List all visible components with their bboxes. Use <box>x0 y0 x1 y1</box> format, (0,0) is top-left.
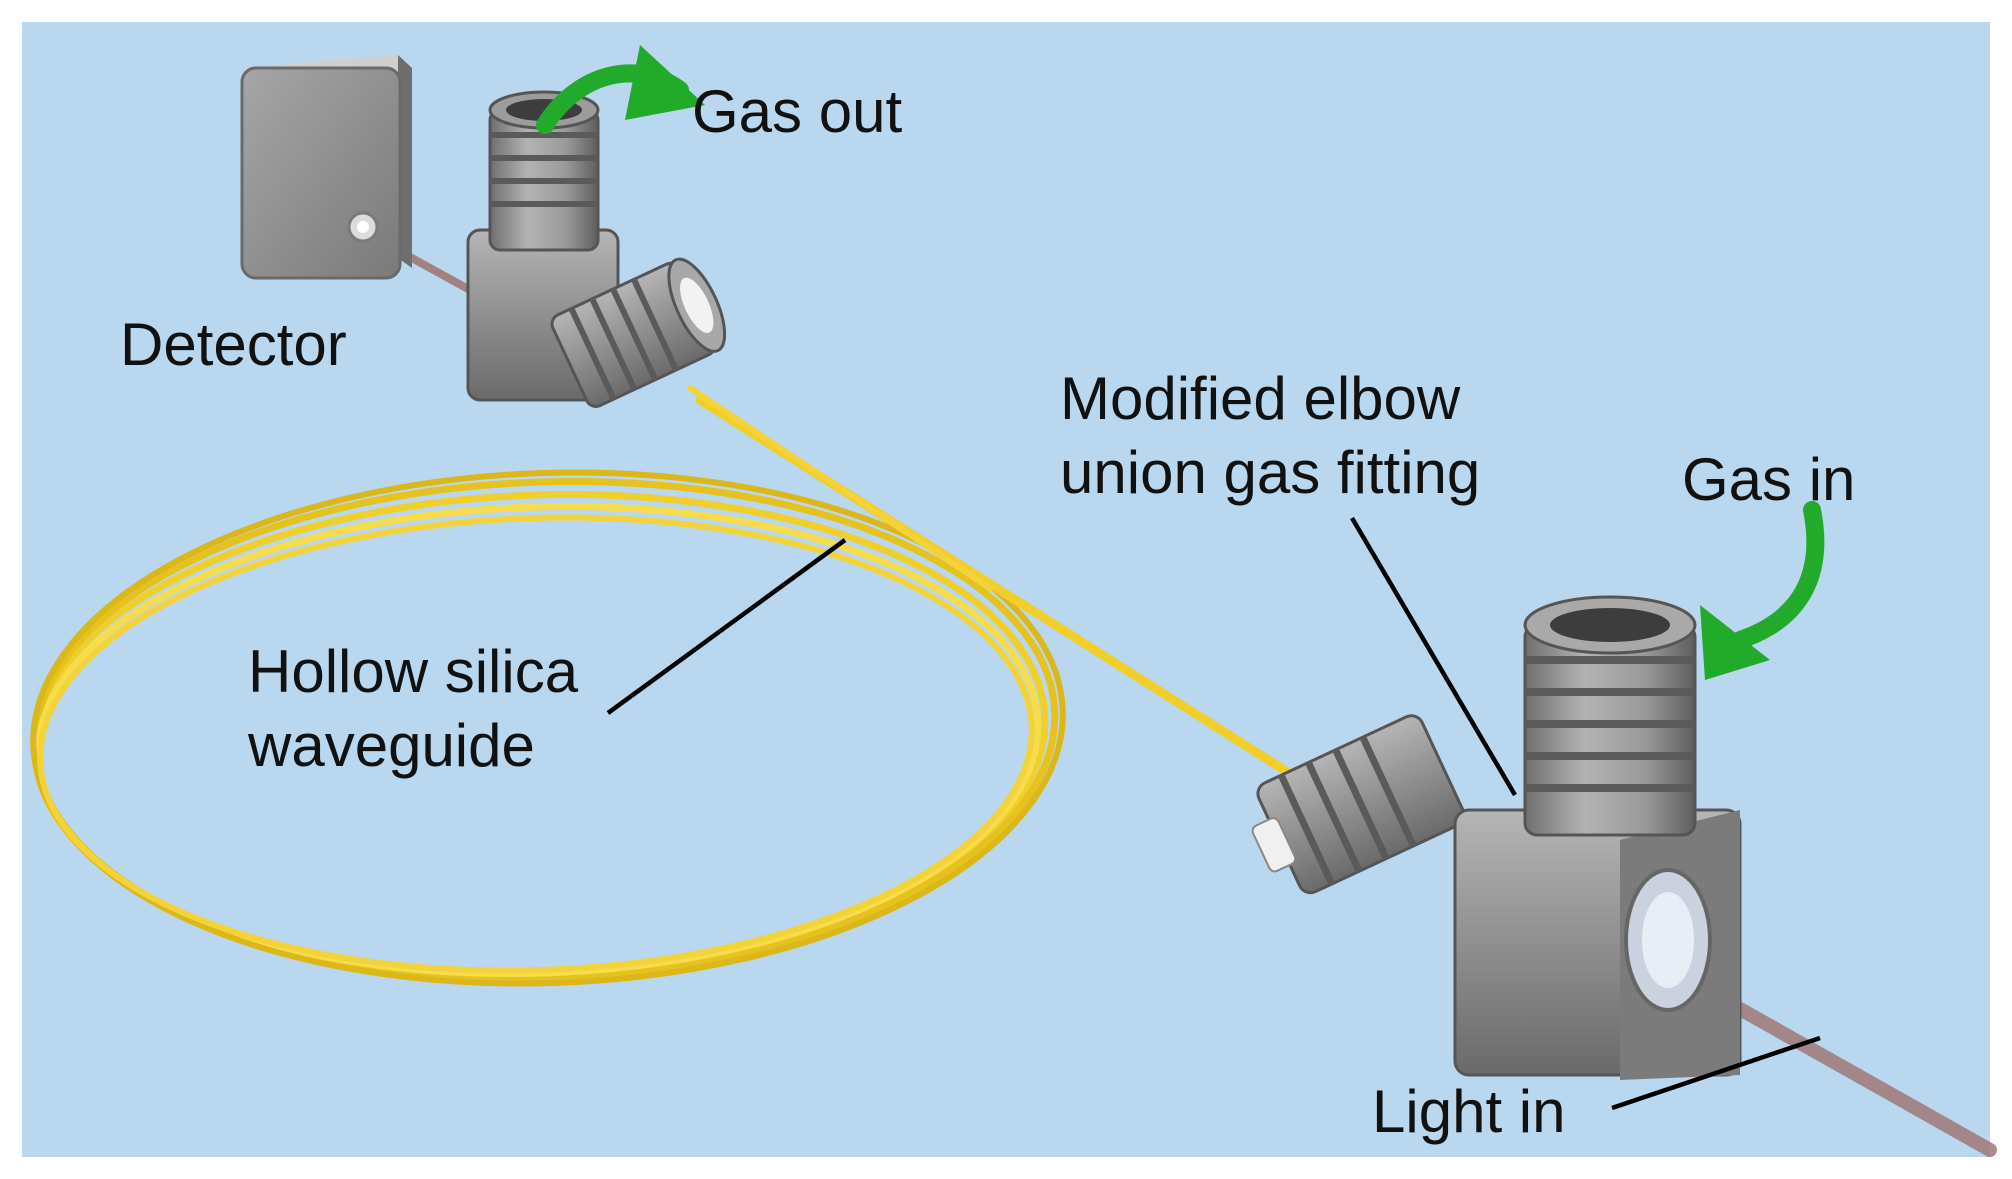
hollow-silica-waveguide-icon <box>30 385 1305 987</box>
gas-in-label: Gas in <box>1682 446 1856 513</box>
leader-line-waveguide <box>606 538 847 715</box>
modified-elbow-label: Modified elbow union gas fitting <box>1060 365 1481 506</box>
gas-out-arrow-icon <box>536 45 705 134</box>
leader-line-elbow <box>1350 516 1517 797</box>
detector-label: Detector <box>120 311 347 378</box>
light-in-label: Light in <box>1372 1078 1566 1145</box>
detector-icon <box>240 55 412 280</box>
gas-in-arrow-icon <box>1700 501 1825 680</box>
gas-out-label: Gas out <box>692 78 903 145</box>
lower-elbow-fitting-icon <box>1251 595 1742 1080</box>
leader-line-light-in <box>1611 1035 1821 1111</box>
leader-lines <box>606 516 1821 1111</box>
hollow-silica-label: Hollow silica waveguide <box>248 638 579 779</box>
